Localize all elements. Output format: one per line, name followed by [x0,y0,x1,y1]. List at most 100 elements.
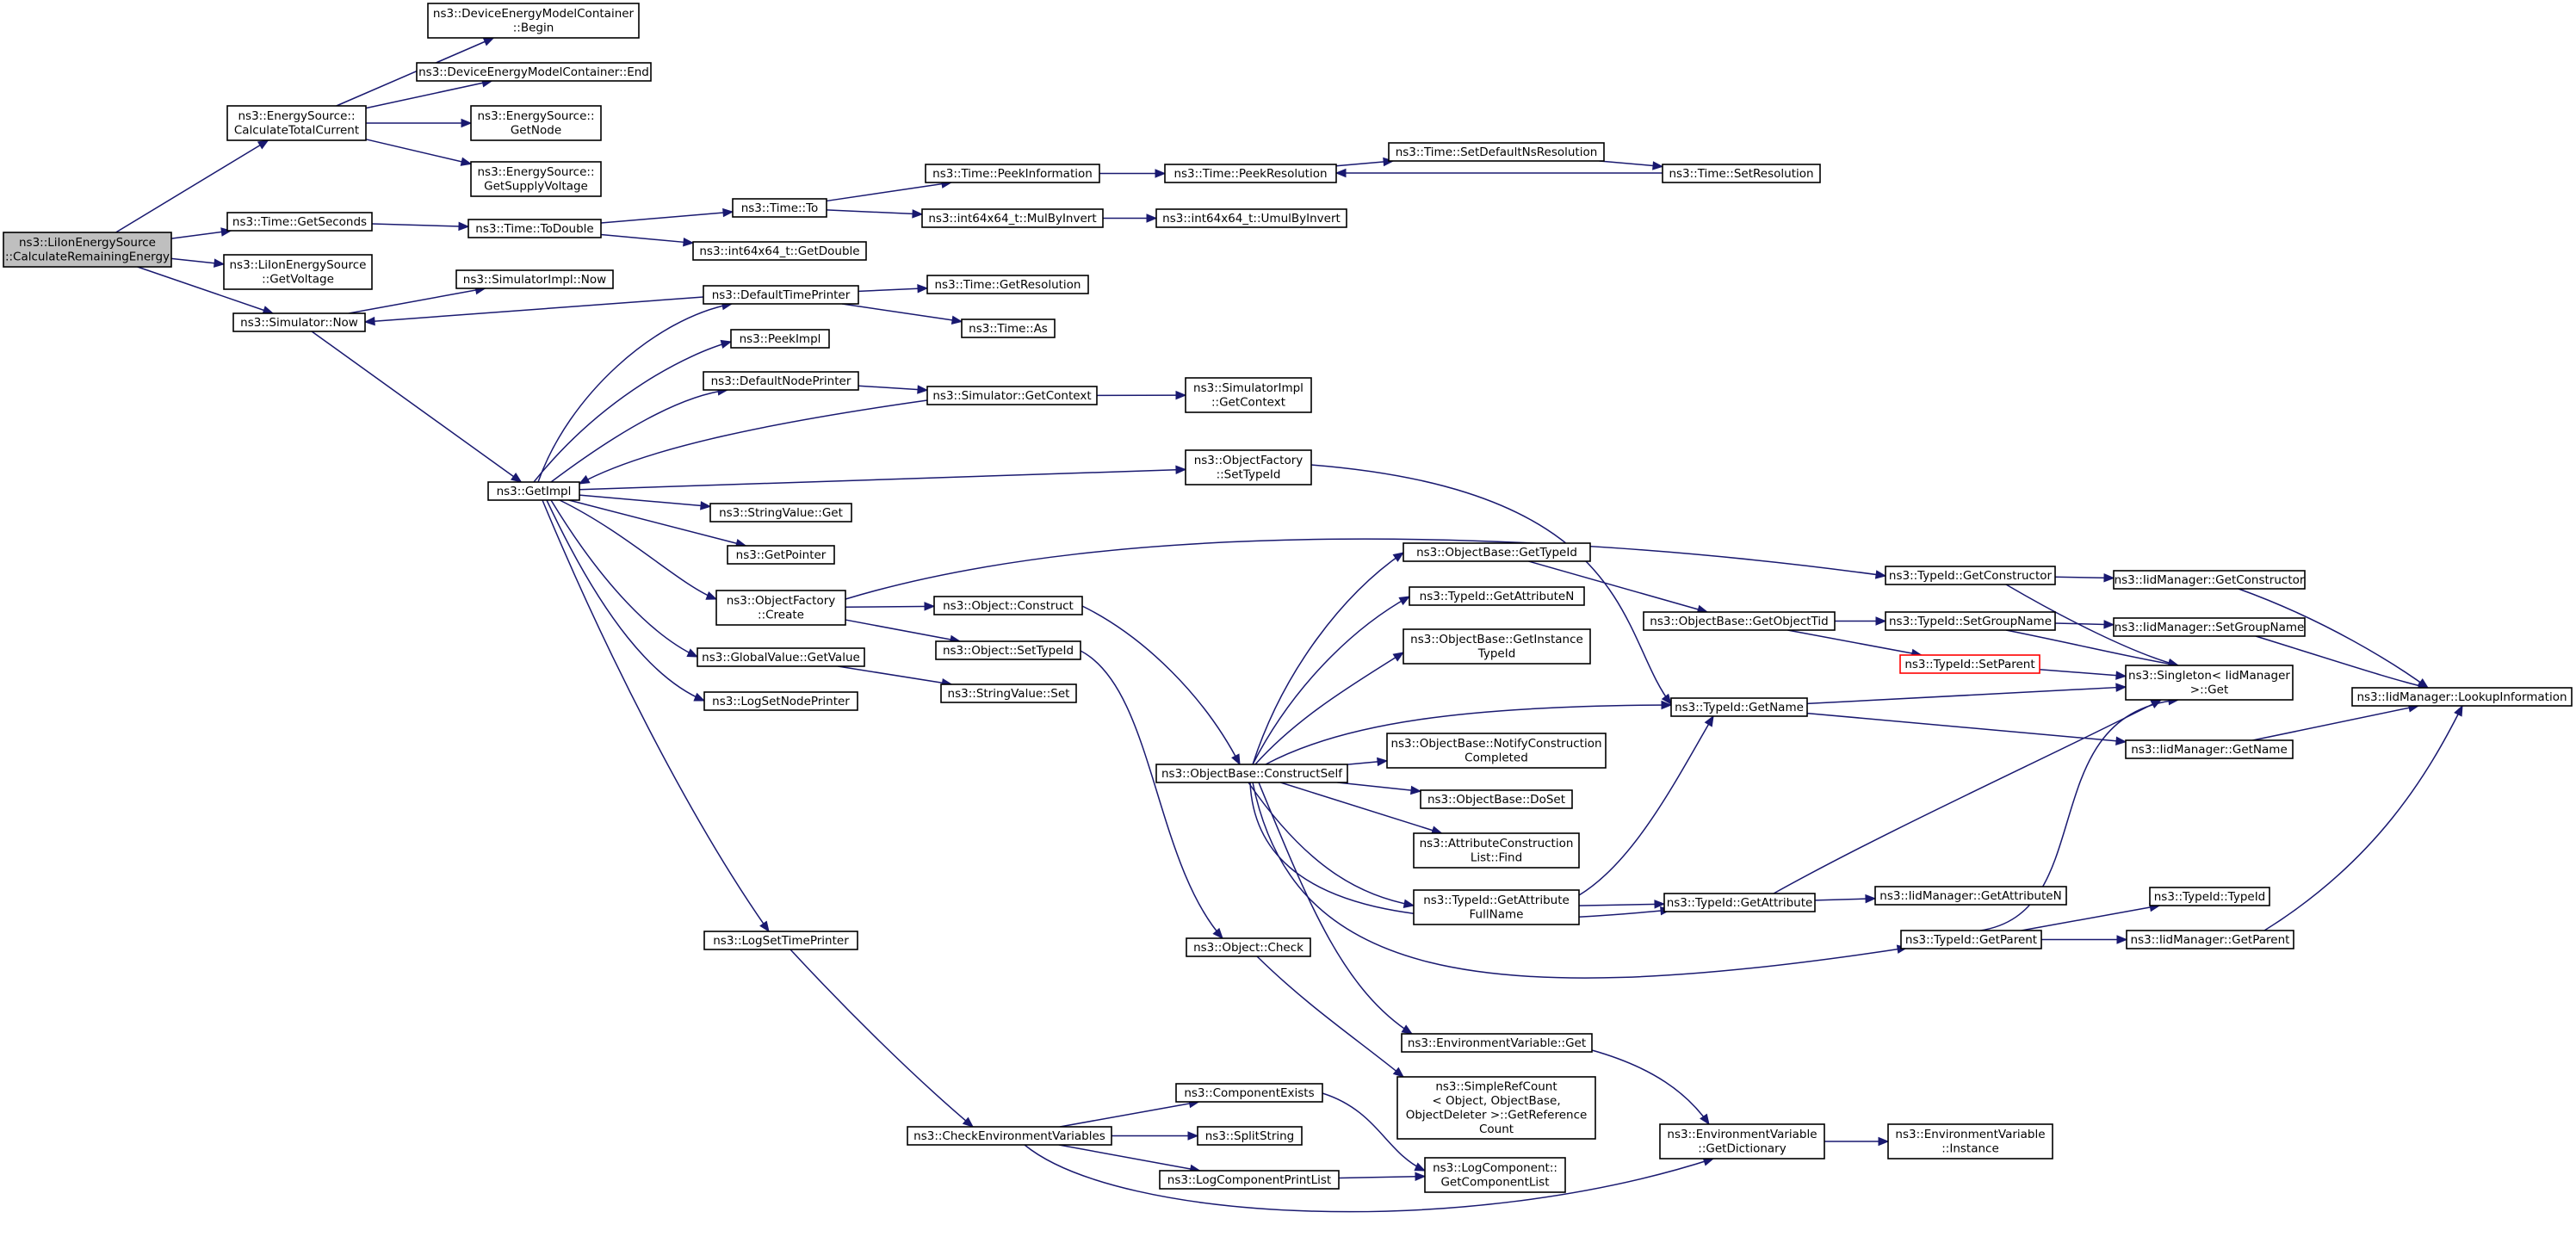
node-objSetTypeId[interactable]: ns3::Object::SetTypeId [935,640,1081,660]
node-label: ns3::Time::GetResolution [934,278,1081,292]
node-calcTotal[interactable]: ns3::EnergySource::CalculateTotalCurrent [226,105,367,141]
edge-line [2039,669,2127,677]
node-tidGetName[interactable]: ns3::TypeId::GetName [1670,697,1808,717]
node-peekRes[interactable]: ns3::Time::PeekResolution [1164,164,1337,183]
node-constructSelf[interactable]: ns3::ObjectBase::ConstructSelf [1155,764,1348,783]
node-peekImpl[interactable]: ns3::PeekImpl [730,329,830,349]
node-box [1409,586,1585,606]
node-tidGetAttr[interactable]: ns3::TypeId::GetAttribute [1663,893,1816,912]
node-timeAs[interactable]: ns3::Time::As [961,318,1056,338]
node-logSetTime[interactable]: ns3::LogSetTimePrinter [703,931,858,950]
node-box [1185,377,1312,413]
node-iidGetAttrN[interactable]: ns3::IidManager::GetAttributeN [1874,886,2067,906]
node-simImplGetContext[interactable]: ns3::SimulatorImpl::GetContext [1185,377,1312,413]
arrowhead [1403,899,1415,908]
node-iidLookup[interactable]: ns3::IidManager::LookupInformation [2351,687,2573,707]
node-ofSetTypeId[interactable]: ns3::ObjectFactory::SetTypeId [1185,449,1312,485]
node-box [1164,164,1337,183]
node-obDoSet[interactable]: ns3::ObjectBase::DoSet [1420,789,1573,809]
edge-line [336,37,494,107]
node-getResolution[interactable]: ns3::Time::GetResolution [926,275,1089,294]
edge-line [1591,1049,1710,1125]
node-tidGetParent[interactable]: ns3::TypeId::GetParent [1900,930,2042,949]
node-mulByInvert[interactable]: ns3::int64x64_t::MulByInvert [921,208,1104,228]
node-box [2126,930,2294,949]
node-splitString[interactable]: ns3::SplitString [1197,1126,1303,1146]
node-iidGetName[interactable]: ns3::IidManager::GetName [2125,739,2294,759]
node-label: ns3::PeekImpl [740,332,821,346]
node-toDouble[interactable]: ns3::Time::ToDouble [468,219,602,238]
node-peekInfo[interactable]: ns3::Time::PeekInformation [925,164,1100,183]
node-singletonGet[interactable]: ns3::Singleton< IidManager >::Get [2125,665,2294,701]
node-box [2351,687,2573,707]
node-objCheck[interactable]: ns3::Object::Check [1186,937,1311,957]
node-compExists[interactable]: ns3::ComponentExists [1175,1083,1323,1103]
node-envVarInstance[interactable]: ns3::EnvironmentVariable::Instance [1887,1123,2053,1160]
node-box [961,318,1056,338]
edge-root-to-simNow [137,266,275,315]
node-simGetContext[interactable]: ns3::Simulator::GetContext [926,386,1098,405]
node-setDefNs[interactable]: ns3::Time::SetDefaultNsResolution [1388,142,1605,162]
node-iidGetParent[interactable]: ns3::IidManager::GetParent [2126,930,2294,949]
edge-calcTotal-to-esGetSupply [365,139,473,166]
node-envVarGet[interactable]: ns3::EnvironmentVariable::Get [1401,1033,1593,1053]
node-tidGetAttrN[interactable]: ns3::TypeId::GetAttributeN [1409,586,1585,606]
node-defNodePrinter[interactable]: ns3::DefaultNodePrinter [703,371,859,391]
node-gvGetValue[interactable]: ns3::GlobalValue::GetValue [697,647,865,667]
node-label: ns3::EnergySource:: [238,109,355,123]
node-umulByInvert[interactable]: ns3::int64x64_t::UmulByInvert [1155,208,1347,228]
node-strValSet[interactable]: ns3::StringValue::Set [940,683,1077,703]
node-getSeconds[interactable]: ns3::Time::GetSeconds [226,212,373,232]
node-tidTypeId[interactable]: ns3::TypeId::TypeId [2149,887,2270,906]
edge-getImpl-to-ofSetTypeId [579,465,1187,491]
node-tidSetGroupName[interactable]: ns3::TypeId::SetGroupName [1885,611,2056,631]
edge-line [1256,955,1404,1078]
node-logCompPrintList[interactable]: ns3::LogComponentPrintList [1159,1170,1340,1190]
edge-checkEnv-to-splitString [1112,1131,1199,1141]
node-label: GetSupplyVoltage [484,180,588,194]
node-obGetObjectTid[interactable]: ns3::ObjectBase::GetObjectTid [1643,611,1836,631]
node-label: ns3::Simulator::GetContext [932,389,1091,403]
node-esGetNode[interactable]: ns3::EnergySource::GetNode [470,105,602,141]
node-esGetSupply[interactable]: ns3::EnergySource::GetSupplyVoltage [470,161,602,197]
edge-constructSelf-to-obDoSet [1337,782,1422,795]
node-obNotify[interactable]: ns3::ObjectBase::NotifyConstructionCompl… [1386,733,1607,769]
arrowhead [1874,570,1887,579]
node-demcEnd[interactable]: ns3::DeviceEnergyModelContainer::End [416,62,652,82]
arrowhead [2115,683,2127,692]
node-setRes[interactable]: ns3::Time::SetResolution [1662,164,1821,183]
node-tidGetConstructor[interactable]: ns3::TypeId::GetConstructor [1885,566,2056,585]
node-label: ns3::Time::PeekResolution [1173,167,1327,181]
node-getVoltage[interactable]: ns3::LiIonEnergySource::GetVoltage [223,254,373,290]
node-timeTo[interactable]: ns3::Time::To [732,198,827,218]
node-strValGet[interactable]: ns3::StringValue::Get [709,503,852,523]
node-i64GetDouble[interactable]: ns3::int64x64_t::GetDouble [692,241,867,261]
node-demcBegin[interactable]: ns3::DeviceEnergyModelContainer::Begin [427,3,640,39]
node-defTimePrinter[interactable]: ns3::DefaultTimePrinter [703,285,859,305]
node-label: ns3::Time::SetResolution [1669,167,1813,181]
node-obGetTypeId[interactable]: ns3::ObjectBase::GetTypeId [1403,542,1591,562]
node-iidGetConstructor[interactable]: ns3::IidManager::GetConstructor [2113,570,2306,590]
node-getImpl[interactable]: ns3::GetImpl [487,481,580,501]
edge-objCheck-to-simpleRefCount [1256,955,1405,1078]
edge-tidGetAttrFull-to-tidGetName [1578,714,1714,896]
node-label: ns3::EnergySource:: [477,165,594,179]
node-logSetNode[interactable]: ns3::LogSetNodePrinter [703,691,858,711]
node-simImplNow[interactable]: ns3::SimulatorImpl::Now [455,269,614,289]
edge-defNodePrinter-to-simGetContext [858,385,929,394]
node-checkEnv[interactable]: ns3::CheckEnvironmentVariables [907,1126,1112,1146]
edge-line [2263,705,2463,931]
node-envVarGetDict[interactable]: ns3::EnvironmentVariable::GetDictionary [1659,1123,1825,1160]
node-getPointer[interactable]: ns3::GetPointer [727,545,835,565]
node-simpleRefCount[interactable]: ns3::SimpleRefCount< Object, ObjectBase,… [1396,1076,1596,1140]
node-root[interactable]: ns3::LiIonEnergySource::CalculateRemaini… [3,232,172,268]
node-ofCreate[interactable]: ns3::ObjectFactory::Create [715,590,846,626]
node-objConstruct[interactable]: ns3::Object::Construct [933,596,1083,615]
node-logCompGetList[interactable]: ns3::LogComponent::GetComponentList [1424,1157,1566,1193]
node-tidSetParent[interactable]: ns3::TypeId::SetParent [1899,654,2040,674]
node-simNow[interactable]: ns3::Simulator::Now [232,312,366,332]
node-iidSetGroupName[interactable]: ns3::IidManager::SetGroupName [2113,617,2306,637]
